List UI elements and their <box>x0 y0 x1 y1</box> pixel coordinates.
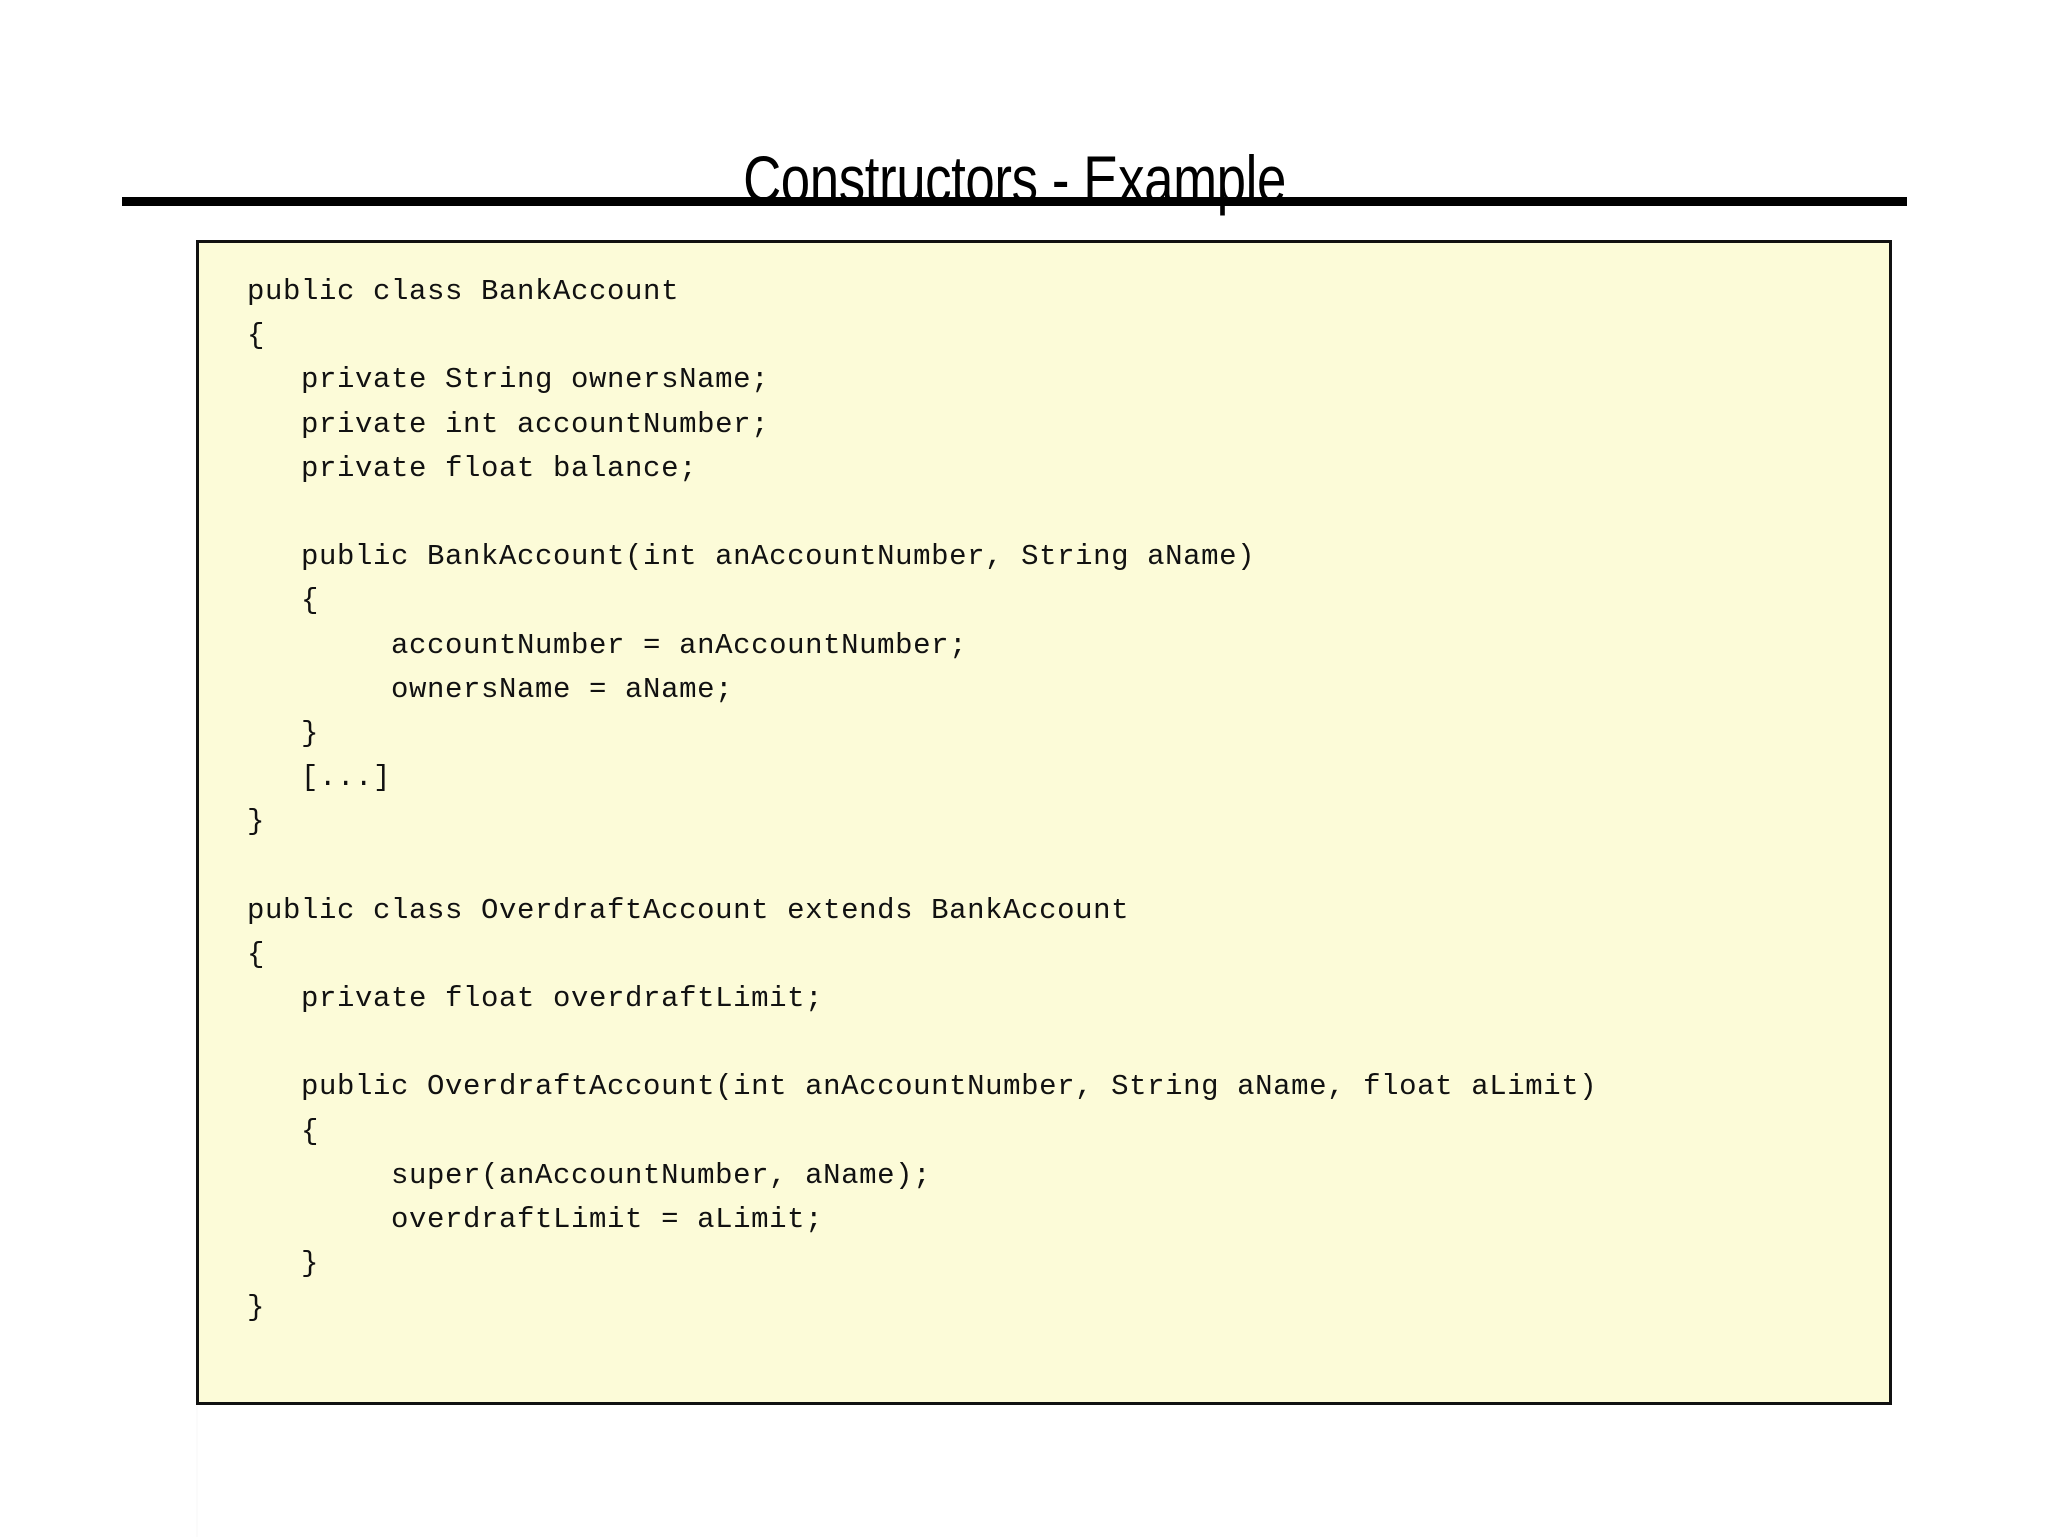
code-line: private int accountNumber; <box>247 407 770 441</box>
code-line: private float balance; <box>247 451 698 485</box>
code-line: public class BankAccount <box>247 275 680 308</box>
code-line: } <box>247 1291 266 1325</box>
code-line: [...] <box>247 761 392 795</box>
panel-seam-artifact <box>196 1405 198 1537</box>
code-line: public OverdraftAccount(int anAccountNum… <box>247 1070 1598 1104</box>
code-line <box>247 844 1597 888</box>
page-title: Constructors - Example <box>743 142 1286 217</box>
title-divider-rule <box>122 197 1907 206</box>
code-line: } <box>247 1247 320 1281</box>
code-block-panel: public class BankAccount { private String… <box>196 240 1892 1405</box>
code-line: private float overdraftLimit; <box>247 982 824 1015</box>
code-line: public class OverdraftAccount extends Ba… <box>247 893 1130 927</box>
code-line: { <box>247 937 266 971</box>
code-line <box>247 491 1597 535</box>
code-line: public BankAccount(int anAccountNumber, … <box>247 540 1256 574</box>
code-line: private String ownersName; <box>247 363 770 397</box>
code-listing: public class BankAccount { private String… <box>247 270 1597 1331</box>
code-line: { <box>247 319 266 353</box>
code-line: { <box>247 584 320 618</box>
code-line: { <box>247 1114 320 1148</box>
code-line <box>247 1021 1597 1065</box>
code-line: super(anAccountNumber, aName); <box>247 1158 932 1192</box>
code-line: } <box>247 716 320 750</box>
code-line: overdraftLimit = aLimit; <box>247 1202 824 1236</box>
code-line: ownersName = aName; <box>247 672 734 706</box>
code-line: accountNumber = anAccountNumber; <box>247 628 968 662</box>
code-line: } <box>247 805 266 839</box>
